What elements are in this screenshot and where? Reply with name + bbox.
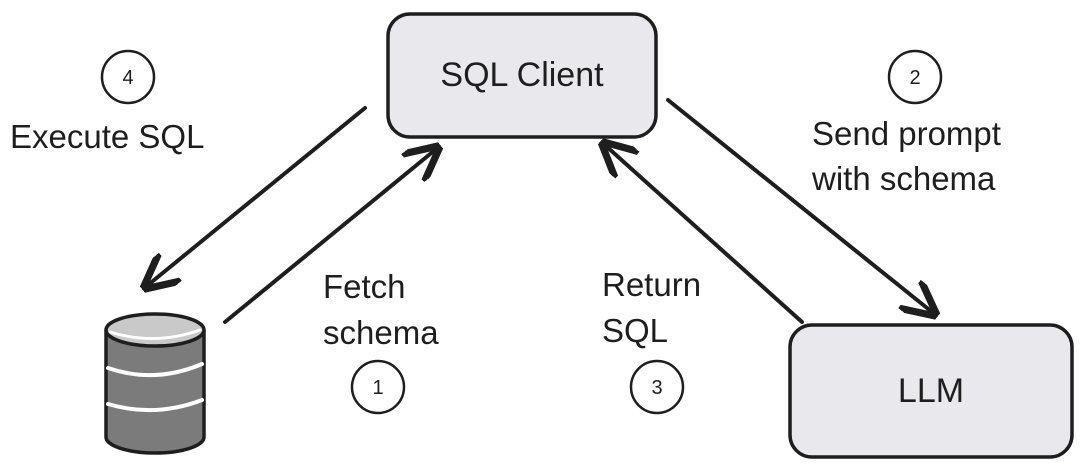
- step-1-label-line1: Fetch: [323, 268, 406, 305]
- arrow-return-sql: [606, 146, 804, 324]
- step-number: 3: [651, 377, 662, 399]
- database-icon[interactable]: [104, 312, 206, 455]
- step-2-label-line2: with schema: [812, 160, 996, 197]
- llm-box[interactable]: [788, 323, 1074, 459]
- llm-label: LLM: [897, 372, 965, 410]
- step-badge-4: 4: [100, 49, 156, 105]
- step-number: 4: [122, 67, 133, 89]
- sql-client-label: SQL Client: [440, 56, 604, 94]
- arrow-send-prompt: [666, 98, 932, 312]
- step-1-label-line2: schema: [323, 314, 439, 351]
- step-badge-2: 2: [887, 49, 943, 105]
- arrow-fetch-schema: [223, 150, 435, 324]
- step-3-label-line2: SQL: [602, 312, 669, 349]
- step-4-label: Execute SQL: [10, 118, 205, 155]
- step-badge-1: 1: [350, 359, 406, 415]
- arrow-execute-sql: [148, 106, 367, 285]
- step-2-label-line1: Send prompt: [812, 115, 1001, 152]
- sql-client-box[interactable]: [386, 12, 658, 139]
- step-badge-3: 3: [629, 359, 685, 415]
- step-number: 2: [909, 67, 920, 89]
- step-3-label-line1: Return: [602, 266, 702, 303]
- step-number: 1: [372, 377, 383, 399]
